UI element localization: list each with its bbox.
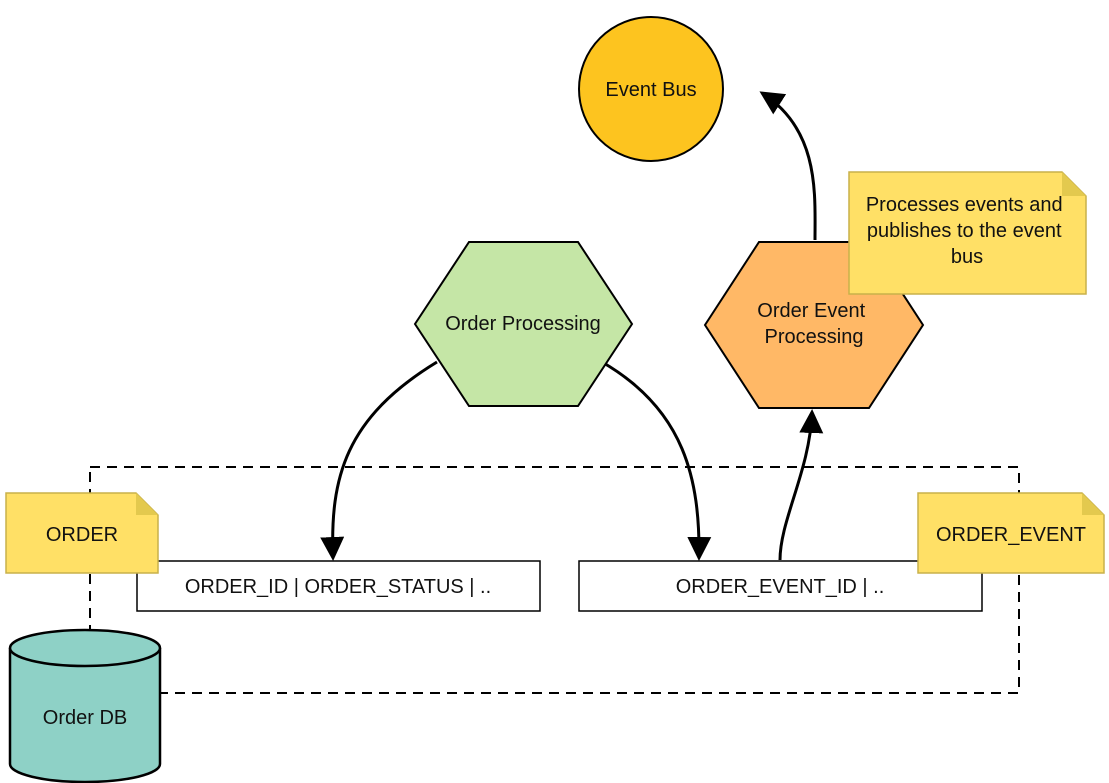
order-event-table-columns: ORDER_EVENT_ID | ..: [676, 576, 885, 598]
order-processing-hexagon: [413, 241, 634, 407]
order-table-note-label: ORDER: [46, 524, 118, 546]
event-bus-sticky-note: Processes events and publishes to the ev…: [848, 171, 1087, 295]
event-bus-label: Event Bus: [605, 79, 696, 101]
event-bus-sticky-note-line-1: Processes events and: [866, 194, 1063, 216]
order-event-table-note-label: ORDER_EVENT: [936, 524, 1086, 546]
order-event-table-row[interactable]: ORDER_EVENT_ID | ..: [578, 560, 983, 612]
arrow-order-processing-to-order-event-table: [601, 360, 712, 561]
event-bus-sticky-note-fold: [1062, 172, 1086, 196]
arrow-order-processing-to-order-table: [320, 360, 438, 561]
order-table-row[interactable]: ORDER_ID | ORDER_STATUS | ..: [136, 560, 541, 612]
event-bus-circle: [578, 16, 724, 162]
order-db-node[interactable]: Order DB: [8, 628, 162, 783]
order-table-columns: ORDER_ID | ORDER_STATUS | ..: [185, 576, 491, 598]
database-boundary: [89, 466, 1020, 694]
order-event-processing-label-line-1: Order Event: [757, 300, 865, 322]
order-event-table-note-fold: [1082, 493, 1104, 515]
order-db-cylinder-top: [8, 628, 162, 668]
event-bus-sticky-note-line-3: bus: [951, 246, 983, 268]
order-db-label: Order DB: [43, 707, 127, 729]
event-bus-node[interactable]: Event Bus: [578, 16, 724, 162]
event-bus-sticky-note-text: Processes events and publishes to the ev…: [866, 194, 1068, 268]
order-db-cylinder-body: [8, 648, 162, 783]
arrow-order-event-processing-to-event-bus: [759, 91, 817, 241]
order-processing-node[interactable]: Order Processing: [413, 241, 634, 407]
order-event-table-row-box: [578, 560, 983, 612]
order-processing-label: Order Processing: [445, 313, 601, 335]
order-event-table-note-body: [917, 492, 1105, 574]
order-event-processing-label-line-2: Processing: [765, 326, 864, 348]
order-table-row-box: [136, 560, 541, 612]
order-table-note-fold: [136, 493, 158, 515]
order-event-table-note: ORDER_EVENT: [917, 492, 1105, 574]
order-table-note-body: [5, 492, 159, 574]
order-table-note: ORDER: [5, 492, 159, 574]
event-bus-sticky-note-body: [848, 171, 1087, 295]
arrow-order-event-table-to-order-event-processing: [778, 409, 824, 561]
event-bus-sticky-note-line-2: publishes to the event: [867, 220, 1062, 242]
order-event-processing-label: Order Event Processing: [757, 300, 870, 348]
